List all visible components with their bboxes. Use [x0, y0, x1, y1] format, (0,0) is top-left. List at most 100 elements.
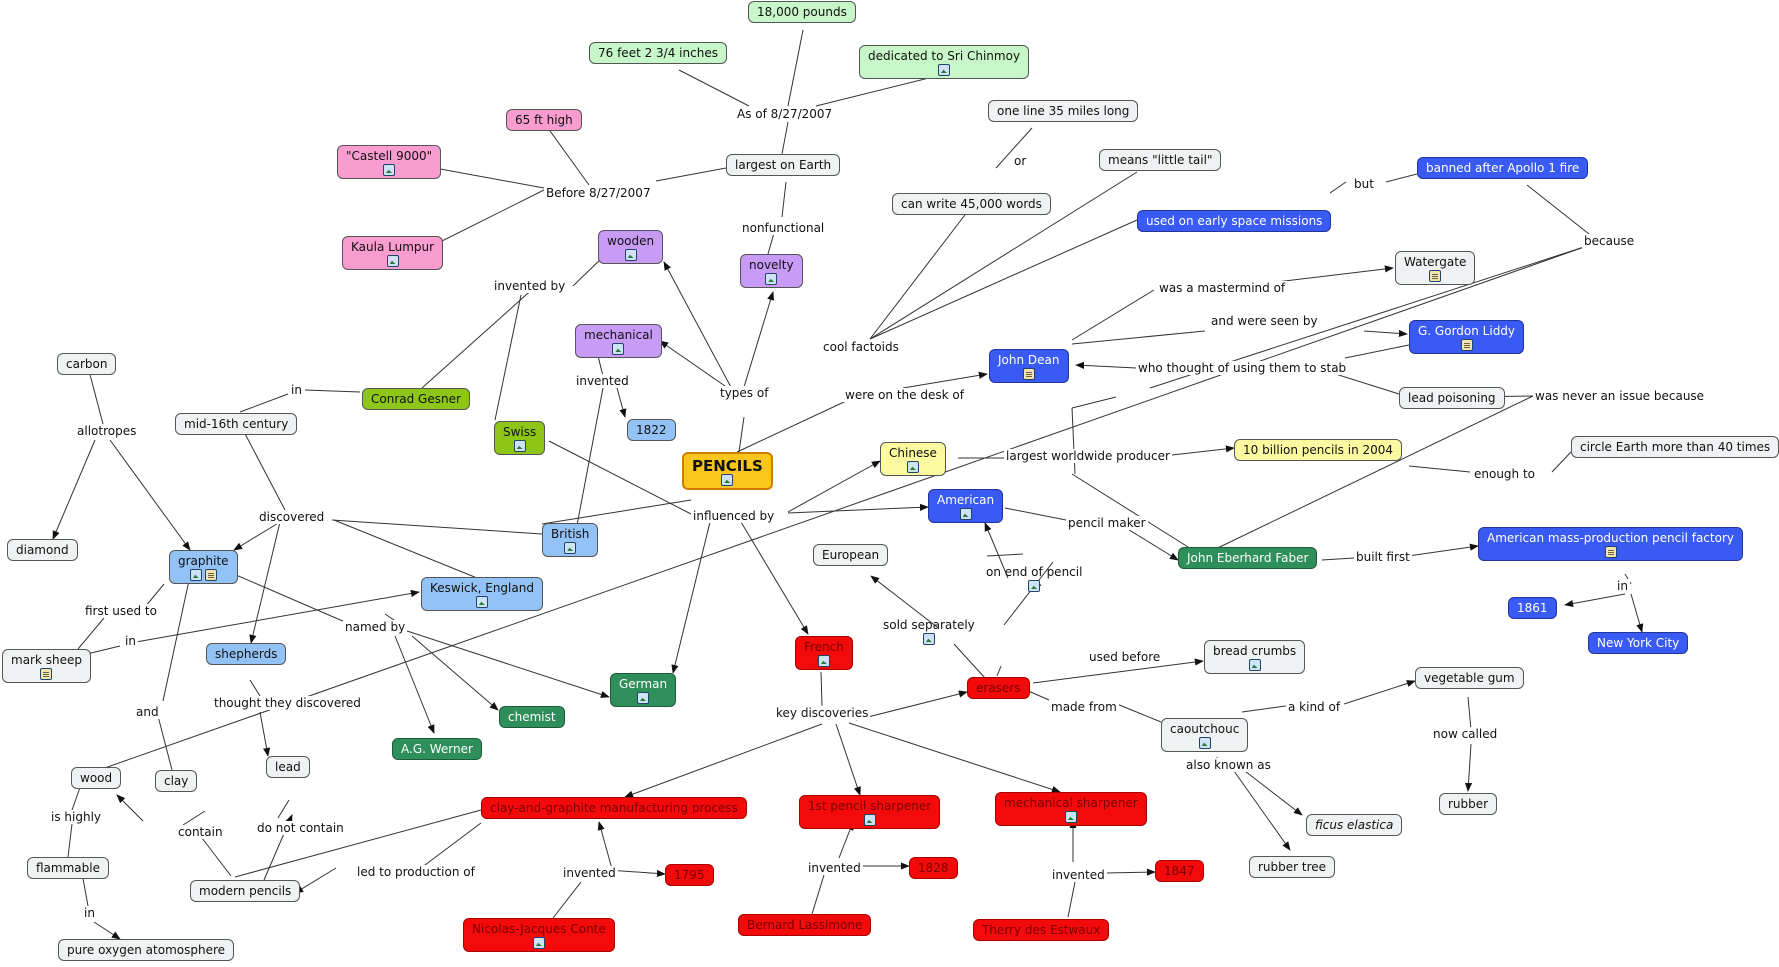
node-castell-9000[interactable]: "Castell 9000": [337, 145, 442, 179]
node-mark-sheep[interactable]: mark sheep: [2, 649, 91, 683]
link-is-highly: is highly: [49, 810, 103, 824]
node-largest-on-earth[interactable]: largest on Earth: [726, 154, 841, 176]
image-attachment-icon[interactable]: [959, 508, 972, 520]
node-lead-poisoning[interactable]: lead poisoning: [1399, 387, 1505, 409]
node-clay[interactable]: clay: [155, 770, 198, 792]
node-erasers[interactable]: erasers: [967, 677, 1030, 699]
node-john-dean[interactable]: John Dean: [989, 349, 1069, 383]
node-mid-16th-century[interactable]: mid-16th century: [175, 413, 298, 435]
connector-line-60: [1171, 445, 1235, 456]
image-attachment-icon[interactable]: [624, 249, 637, 261]
node-rubber-tree[interactable]: rubber tree: [1249, 856, 1336, 878]
node-therry-estwaux[interactable]: Therry des Estwaux: [973, 919, 1110, 941]
node-caoutchouc[interactable]: caoutchouc: [1161, 718, 1249, 752]
node-pencils-root[interactable]: PENCILS: [682, 452, 773, 490]
node-chemist[interactable]: chemist: [499, 706, 565, 728]
node-bread-crumbs[interactable]: bread crumbs: [1204, 640, 1306, 674]
connector-line-97: [1343, 680, 1416, 705]
image-attachment-icon[interactable]: [721, 474, 734, 486]
document-attachment-icon[interactable]: [40, 668, 53, 680]
document-attachment-icon[interactable]: [1022, 368, 1035, 380]
node-wooden[interactable]: wooden: [598, 230, 664, 264]
image-attachment-icon[interactable]: [906, 461, 919, 473]
document-attachment-icon[interactable]: [1460, 339, 1473, 351]
node-european[interactable]: European: [813, 544, 889, 566]
node-can-write[interactable]: can write 45,000 words: [892, 193, 1051, 215]
node-banned-apollo[interactable]: banned after Apollo 1 fire: [1417, 157, 1589, 179]
node-1822[interactable]: 1822: [627, 419, 676, 441]
node-modern-pencils[interactable]: modern pencils: [190, 880, 301, 902]
node-graphite[interactable]: graphite: [169, 550, 238, 584]
node-swiss[interactable]: Swiss: [494, 421, 546, 455]
node-american[interactable]: American: [928, 489, 1004, 523]
node-65-ft-high[interactable]: 65 ft high: [506, 109, 582, 131]
link-a-kind-of: a kind of: [1286, 700, 1343, 714]
image-attachment-icon[interactable]: [564, 542, 577, 554]
connector-line-51: [333, 519, 478, 579]
node-shepherds[interactable]: shepherds: [206, 643, 287, 665]
node-pure-oxygen[interactable]: pure oxygen atomosphere: [58, 939, 235, 961]
node-mechanical-sharpener[interactable]: mechanical sharpener: [995, 792, 1147, 826]
image-attachment-icon[interactable]: [532, 937, 545, 949]
node-carbon[interactable]: carbon: [57, 353, 117, 375]
image-attachment-icon[interactable]: [817, 655, 830, 667]
image-attachment-icon[interactable]: [1028, 580, 1041, 592]
node-wood[interactable]: wood: [71, 767, 122, 789]
node-british[interactable]: British: [542, 523, 599, 557]
node-clay-graphite-process[interactable]: clay-and-graphite manufacturing process: [481, 797, 747, 819]
node-little-tail[interactable]: means "little tail": [1099, 149, 1222, 171]
node-18000-pounds[interactable]: 18,000 pounds: [748, 1, 856, 23]
node-german[interactable]: German: [610, 673, 677, 707]
image-attachment-icon[interactable]: [1064, 811, 1077, 823]
node-keswick[interactable]: Keswick, England: [421, 577, 543, 611]
image-attachment-icon[interactable]: [189, 569, 202, 581]
node-circle-earth[interactable]: circle Earth more than 40 times: [1571, 436, 1779, 458]
node-eberhard-faber[interactable]: John Eberhard Faber: [1178, 547, 1318, 569]
document-attachment-icon[interactable]: [1429, 270, 1442, 282]
node-bernard-lassimone[interactable]: Bernard Lassimone: [738, 914, 872, 936]
image-attachment-icon[interactable]: [922, 633, 935, 645]
node-ag-werner[interactable]: A.G. Werner: [392, 738, 482, 760]
node-10-billion[interactable]: 10 billion pencils in 2004: [1234, 439, 1403, 461]
node-1847[interactable]: 1847: [1155, 860, 1204, 882]
node-rubber[interactable]: rubber: [1439, 793, 1498, 815]
image-attachment-icon[interactable]: [863, 814, 876, 826]
node-lead[interactable]: lead: [266, 756, 310, 778]
node-mass-production[interactable]: American mass-production pencil factory: [1478, 527, 1743, 561]
node-one-line[interactable]: one line 35 miles long: [988, 100, 1139, 122]
image-attachment-icon[interactable]: [765, 273, 778, 285]
node-sri-chinmoy[interactable]: dedicated to Sri Chinmoy: [859, 45, 1030, 79]
node-kaula-lumpur[interactable]: Kaula Lumpur: [342, 236, 444, 270]
node-gordon-liddy[interactable]: G. Gordon Liddy: [1409, 320, 1525, 354]
node-nicolas-conte[interactable]: Nicolas-Jacques Conte: [463, 918, 615, 952]
node-flammable[interactable]: flammable: [27, 857, 109, 879]
node-1795[interactable]: 1795: [665, 864, 714, 886]
node-ficus-elastica[interactable]: ficus elastica: [1306, 814, 1403, 836]
image-attachment-icon[interactable]: [386, 255, 399, 267]
node-new-york-city[interactable]: New York City: [1588, 632, 1689, 654]
image-attachment-icon[interactable]: [475, 596, 488, 608]
node-diamond[interactable]: diamond: [7, 539, 78, 561]
connector-line-48: [241, 427, 286, 511]
image-attachment-icon[interactable]: [612, 343, 625, 355]
node-novelty[interactable]: novelty: [740, 254, 803, 288]
node-watergate[interactable]: Watergate: [1395, 251, 1476, 285]
image-attachment-icon[interactable]: [513, 440, 526, 452]
document-attachment-icon[interactable]: [204, 569, 217, 581]
node-1861[interactable]: 1861: [1508, 597, 1557, 619]
node-76-feet[interactable]: 76 feet 2 3/4 inches: [589, 42, 727, 64]
node-1828[interactable]: 1828: [909, 857, 958, 879]
image-attachment-icon[interactable]: [383, 164, 396, 176]
document-attachment-icon[interactable]: [1604, 546, 1617, 558]
image-attachment-icon[interactable]: [938, 64, 951, 76]
node-mechanical[interactable]: mechanical: [575, 324, 662, 358]
image-attachment-icon[interactable]: [1248, 659, 1261, 671]
node-early-space[interactable]: used on early space missions: [1137, 210, 1332, 232]
node-vegetable-gum[interactable]: vegetable gum: [1415, 667, 1524, 689]
node-conrad-gesner[interactable]: Conrad Gesner: [362, 388, 470, 410]
node-1st-pencil-sharpener[interactable]: 1st pencil sharpener: [799, 795, 941, 829]
image-attachment-icon[interactable]: [637, 692, 650, 704]
image-attachment-icon[interactable]: [1198, 737, 1211, 749]
node-chinese[interactable]: Chinese: [880, 442, 946, 476]
node-french[interactable]: French: [795, 636, 853, 670]
